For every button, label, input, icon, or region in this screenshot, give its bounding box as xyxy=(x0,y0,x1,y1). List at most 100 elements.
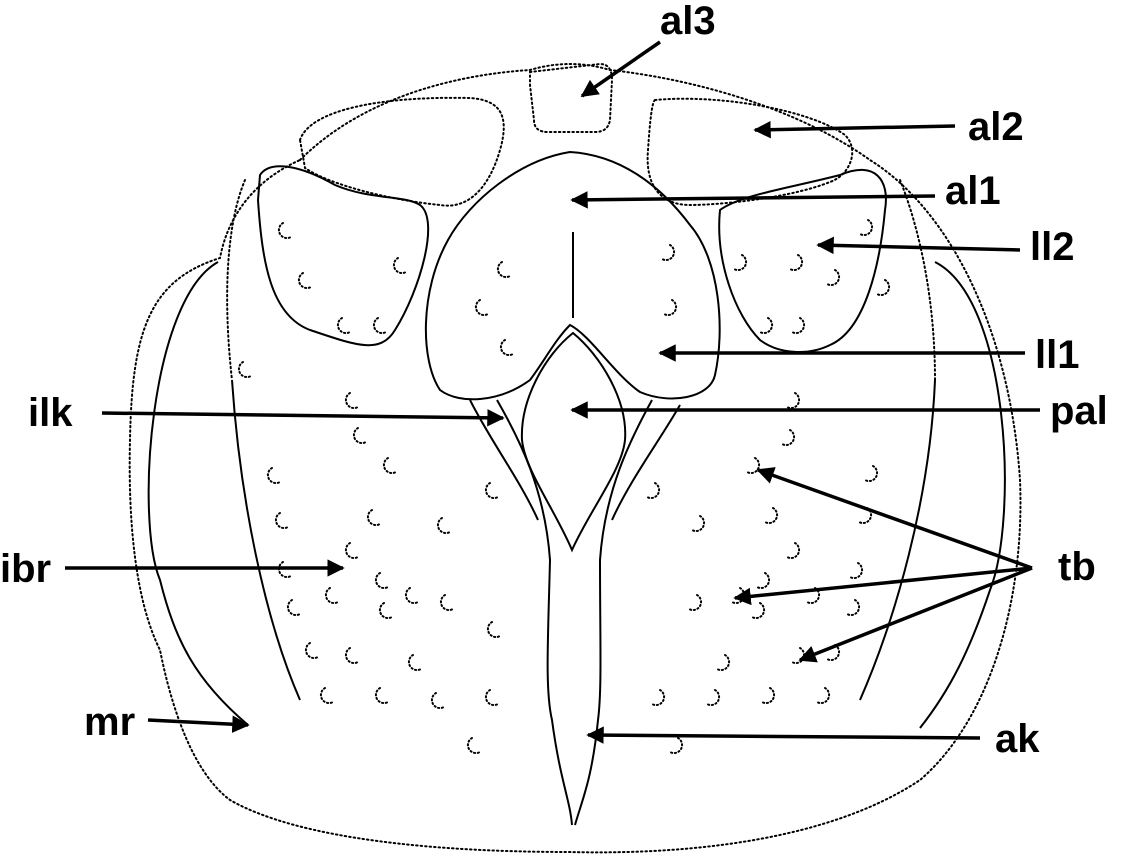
arrow-tb-2 xyxy=(733,566,1033,606)
tubercle xyxy=(484,689,499,707)
tubercle xyxy=(858,507,873,525)
tubercle xyxy=(688,594,703,612)
tubercle xyxy=(344,647,359,665)
tubercle xyxy=(733,254,748,272)
tubercle xyxy=(474,299,489,317)
tubercle xyxy=(366,509,381,527)
lobe-al3 xyxy=(528,62,614,133)
keel-line-right xyxy=(574,399,653,826)
tubercle xyxy=(826,644,841,662)
tubercle xyxy=(352,427,367,445)
tubercle xyxy=(277,561,292,579)
outer-margin-outline xyxy=(128,63,1022,854)
keel-line-outer-right xyxy=(611,404,681,521)
tubercle xyxy=(266,467,281,485)
label-pal: pal xyxy=(1050,389,1108,433)
tubercle xyxy=(274,512,289,530)
tubercle xyxy=(336,317,351,335)
tubercle xyxy=(392,257,407,275)
arrow-al2 xyxy=(753,120,956,139)
tubercle xyxy=(499,339,514,357)
tubercle xyxy=(374,687,389,705)
tubercle xyxy=(761,687,776,705)
tubercle xyxy=(344,542,359,560)
tubercle xyxy=(691,515,706,533)
arrow-mr xyxy=(147,715,250,733)
pointer-arrows xyxy=(65,40,1040,744)
margin-line-left xyxy=(147,261,249,726)
tubercle xyxy=(324,587,339,605)
tubercle xyxy=(781,429,796,447)
label-ilk: ilk xyxy=(28,391,73,435)
label-tb: tb xyxy=(1058,545,1096,589)
tubercles-right xyxy=(646,219,891,755)
tubercle xyxy=(486,621,501,639)
label-al2: al2 xyxy=(968,105,1024,149)
tubercle xyxy=(651,689,666,707)
tubercle xyxy=(706,689,721,707)
tubercle xyxy=(786,542,801,560)
tubercles-left xyxy=(237,222,514,755)
arrow-ak xyxy=(586,726,981,744)
tubercle xyxy=(756,572,771,590)
tubercle xyxy=(344,392,359,410)
tubercle xyxy=(876,279,891,297)
tubercle xyxy=(372,317,387,335)
arrow-al3 xyxy=(580,40,661,98)
tubercle xyxy=(846,599,861,617)
label-ibr: ibr xyxy=(0,547,51,591)
lobe-al1-ll1 xyxy=(424,150,721,401)
tubercle xyxy=(663,299,678,317)
label-al1: al1 xyxy=(945,169,1001,213)
margin-line-right xyxy=(919,261,1006,729)
tubercle xyxy=(297,272,312,290)
lobe-al2-right xyxy=(646,97,854,207)
tubercle xyxy=(646,482,661,500)
label-ak: ak xyxy=(995,717,1040,761)
tubercle xyxy=(496,261,511,279)
tubercle xyxy=(382,457,397,475)
lobe-al2-left xyxy=(298,96,505,207)
tubercle xyxy=(791,317,806,335)
tubercle xyxy=(806,587,821,605)
tubercle xyxy=(859,219,874,237)
arrow-tb-1 xyxy=(756,467,1033,570)
lobe-ll2-left xyxy=(256,165,430,347)
tubercle xyxy=(319,687,334,705)
tubercle xyxy=(786,392,801,410)
label-mr: mr xyxy=(84,700,135,744)
tubercle xyxy=(764,507,779,525)
tubercle xyxy=(484,482,499,500)
label-al3: al3 xyxy=(660,0,716,43)
tubercle xyxy=(407,654,422,672)
tubercle xyxy=(751,602,766,620)
tubercle xyxy=(759,317,774,335)
label-ll1: ll1 xyxy=(1035,333,1079,377)
tubercle xyxy=(430,692,445,710)
tubercle xyxy=(466,737,481,755)
arrow-tb-3 xyxy=(798,566,1033,663)
inner-dotted-boundary xyxy=(226,179,936,381)
tubercle xyxy=(816,687,831,705)
keel-line-left xyxy=(496,399,573,826)
tubercle xyxy=(439,594,454,612)
tubercle xyxy=(304,642,319,660)
tubercle xyxy=(669,737,684,755)
tubercle xyxy=(436,517,451,535)
keel-line-outer-left xyxy=(469,399,539,521)
tubercle xyxy=(404,587,419,605)
tubercle xyxy=(374,572,389,590)
tubercle xyxy=(789,254,804,272)
tubercle xyxy=(864,465,879,483)
tubercle xyxy=(286,599,301,617)
tubercle xyxy=(746,457,761,475)
inner-bridge-line-left xyxy=(231,379,301,701)
tubercle xyxy=(661,244,676,262)
lobe-ll2-right xyxy=(718,169,887,353)
tubercle xyxy=(716,654,731,672)
tubercle xyxy=(849,562,864,580)
tubercle xyxy=(237,361,252,379)
lobe-pal xyxy=(520,331,627,553)
tubercle xyxy=(826,269,841,287)
